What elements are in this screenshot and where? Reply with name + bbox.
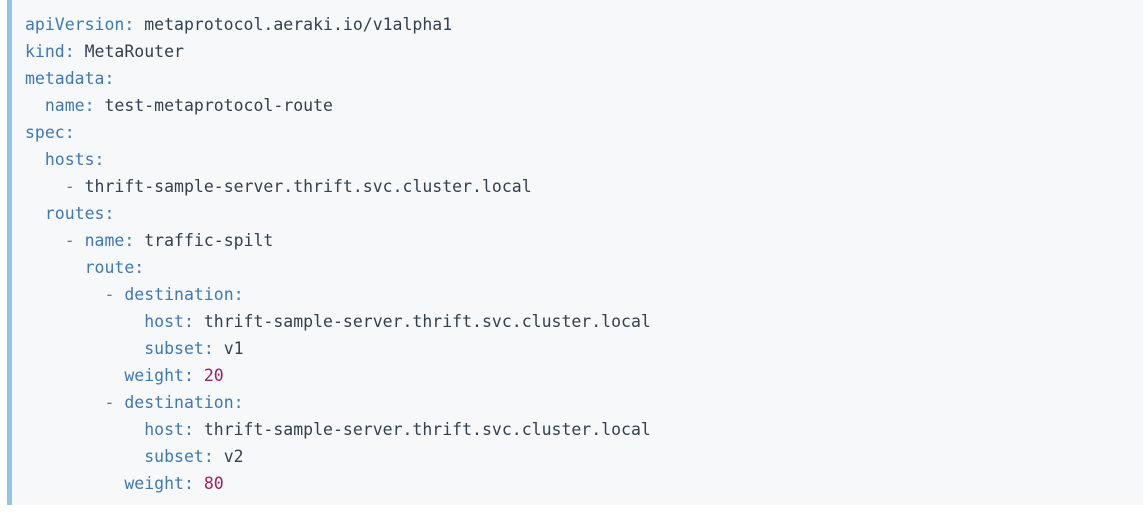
indent-spacer — [25, 312, 144, 331]
indent-spacer — [25, 420, 144, 439]
indent-spacer — [25, 177, 65, 196]
yaml-value: traffic-spilt — [134, 231, 274, 250]
yaml-key: metadata: — [25, 69, 115, 88]
sequence-dash: - — [64, 177, 85, 196]
yaml-key: kind: — [25, 42, 75, 61]
yaml-key: spec: — [25, 123, 75, 142]
indent-spacer — [25, 393, 104, 412]
yaml-number-value: 80 — [193, 474, 224, 493]
yaml-key: hosts: — [44, 150, 105, 169]
code-line: host: thrift-sample-server.thrift.svc.cl… — [25, 308, 1143, 335]
yaml-code-block: apiVersion: metaprotocol.aeraki.io/v1alp… — [7, 0, 1143, 505]
code-line: route: — [25, 254, 1143, 281]
code-line: weight: 20 — [25, 362, 1143, 389]
yaml-key: routes: — [44, 204, 115, 223]
indent-spacer — [25, 285, 104, 304]
indent-spacer — [25, 96, 45, 115]
yaml-key: host: — [144, 420, 194, 439]
code-line: - destination: — [25, 389, 1143, 416]
yaml-value: v2 — [213, 447, 244, 466]
indent-spacer — [25, 339, 144, 358]
code-line: - name: traffic-spilt — [25, 227, 1143, 254]
code-line: kind: MetaRouter — [25, 38, 1143, 65]
indent-spacer — [25, 231, 65, 250]
code-content[interactable]: apiVersion: metaprotocol.aeraki.io/v1alp… — [12, 0, 1143, 497]
code-line: hosts: — [25, 146, 1143, 173]
code-line: host: thrift-sample-server.thrift.svc.cl… — [25, 416, 1143, 443]
yaml-value: thrift-sample-server.thrift.svc.cluster.… — [193, 420, 651, 439]
yaml-value: MetaRouter — [74, 42, 184, 61]
yaml-key: subset: — [144, 447, 214, 466]
yaml-value: thrift-sample-server.thrift.svc.cluster.… — [84, 177, 532, 196]
yaml-key: weight: — [124, 366, 194, 385]
yaml-key: route: — [84, 258, 145, 277]
code-line: spec: — [25, 119, 1143, 146]
sequence-dash: - — [104, 285, 125, 304]
sequence-dash: - — [64, 231, 85, 250]
yaml-value: thrift-sample-server.thrift.svc.cluster.… — [193, 312, 651, 331]
sequence-dash: - — [104, 393, 125, 412]
yaml-key: destination: — [124, 285, 244, 304]
indent-spacer — [25, 366, 124, 385]
yaml-key: weight: — [124, 474, 194, 493]
code-line: routes: — [25, 200, 1143, 227]
indent-spacer — [25, 447, 144, 466]
indent-spacer — [25, 204, 45, 223]
yaml-key: host: — [144, 312, 194, 331]
yaml-value: v1 — [213, 339, 244, 358]
code-line: name: test-metaprotocol-route — [25, 92, 1143, 119]
code-line: subset: v2 — [25, 443, 1143, 470]
code-line: apiVersion: metaprotocol.aeraki.io/v1alp… — [25, 11, 1143, 38]
code-line: - thrift-sample-server.thrift.svc.cluste… — [25, 173, 1143, 200]
yaml-number-value: 20 — [193, 366, 224, 385]
code-line: metadata: — [25, 65, 1143, 92]
yaml-key: apiVersion: — [25, 15, 135, 34]
yaml-key: subset: — [144, 339, 214, 358]
code-line: weight: 80 — [25, 470, 1143, 497]
yaml-key: destination: — [124, 393, 244, 412]
code-line: - destination: — [25, 281, 1143, 308]
indent-spacer — [25, 474, 124, 493]
yaml-key: name: — [84, 231, 135, 250]
code-line: subset: v1 — [25, 335, 1143, 362]
yaml-key: name: — [44, 96, 95, 115]
indent-spacer — [25, 258, 85, 277]
yaml-value: test-metaprotocol-route — [94, 96, 333, 115]
indent-spacer — [25, 150, 45, 169]
yaml-value: metaprotocol.aeraki.io/v1alpha1 — [134, 15, 453, 34]
